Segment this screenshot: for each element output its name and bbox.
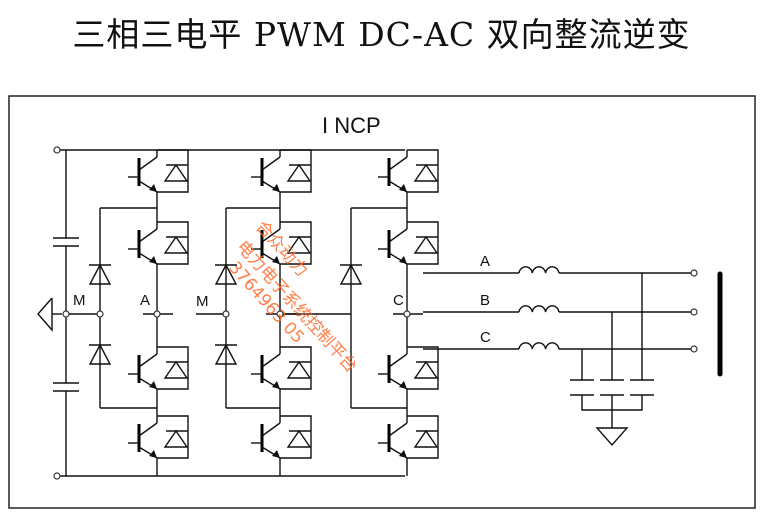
positive-terminal — [53, 146, 61, 154]
leg-b-neutral-node — [222, 310, 230, 318]
topology-label: I NCP — [322, 113, 381, 138]
leg-a-igbt-2 — [128, 221, 189, 265]
ac-output: A B C — [445, 253, 723, 447]
leg-a-clamp-diode-lower — [88, 343, 112, 365]
leg-b-clamp-diode-lower — [214, 343, 238, 365]
label-m-mid: M — [196, 293, 209, 310]
leg-b-igbt-4 — [251, 415, 312, 459]
page-title: 三相三电平 PWM DC-AC 双向整流逆变 — [72, 15, 691, 54]
dc-capacitor-lower — [53, 382, 79, 392]
inverter-legs — [88, 149, 445, 476]
watermark: 合众动力 电力电子系统控制平台 3764963 05 — [224, 217, 361, 377]
leg-a-output-node — [153, 310, 161, 318]
output-label-a: A — [480, 253, 490, 270]
output-terminal-a — [690, 269, 698, 277]
output-label-c: C — [480, 329, 491, 346]
output-terminal-c — [690, 345, 698, 353]
label-c-node: C — [393, 292, 404, 309]
leg-c-clamp-diode-upper — [339, 263, 363, 285]
ground-icon — [595, 427, 629, 447]
filter-capacitors — [570, 379, 654, 396]
leg-b-igbt-2 — [251, 221, 312, 265]
diagram-frame — [8, 95, 756, 509]
output-label-b: B — [480, 292, 490, 309]
neutral-node-m — [62, 310, 70, 318]
leg-b-igbt-1 — [251, 149, 312, 193]
negative-terminal — [53, 472, 61, 480]
inductor-b — [518, 305, 560, 313]
leg-c-igbt-3 — [378, 346, 439, 390]
leg-c-igbt-2 — [378, 221, 439, 265]
leg-a-igbt-3 — [128, 346, 189, 390]
dc-capacitor-upper — [53, 237, 79, 247]
label-a-node: A — [140, 292, 150, 309]
neutral-ground-icon — [37, 297, 62, 332]
leg-a-igbt-4 — [128, 415, 189, 459]
leg-a-igbt-1 — [128, 149, 189, 193]
leg-a-clamp-diode-upper — [88, 263, 112, 285]
leg-b-clamp-diode-upper — [214, 263, 238, 285]
dc-bus — [53, 146, 405, 480]
label-m-left: M — [73, 292, 86, 309]
inductor-a — [518, 266, 560, 274]
leg-c-output-node — [403, 310, 411, 318]
leg-a-neutral-node — [96, 310, 104, 318]
inductor-c — [518, 342, 560, 350]
leg-b-igbt-3 — [251, 346, 312, 390]
output-terminal-b — [690, 308, 698, 316]
leg-c-igbt-1 — [378, 149, 439, 193]
leg-c-igbt-4 — [378, 415, 439, 459]
